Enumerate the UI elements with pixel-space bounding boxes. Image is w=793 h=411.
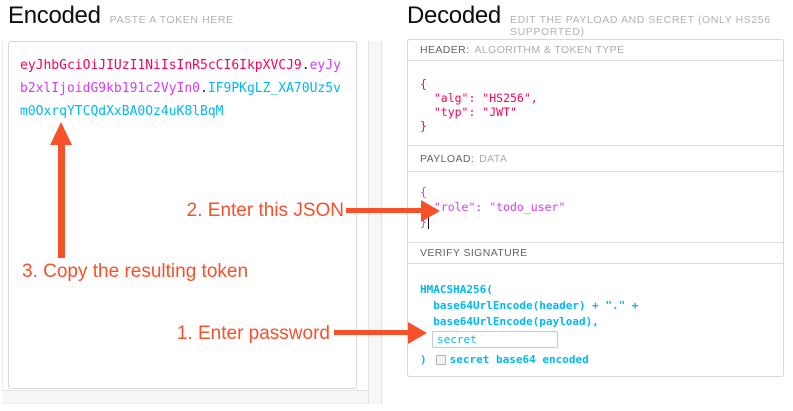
vertical-scrollbar[interactable] [368, 41, 382, 404]
token-separator: . [301, 58, 310, 73]
encoded-token-editor[interactable]: eyJhbGciOiJIUzI1NiIsInR5cCI6IkpXVCJ9.eyJ… [9, 42, 356, 135]
decoded-panel-title: Decoded EDIT THE PAYLOAD AND SECRET (ONL… [407, 0, 793, 38]
payload-json-line: "role": "todo_user" [420, 200, 566, 214]
secret-input[interactable] [432, 331, 558, 348]
arrowhead-right-icon [408, 322, 427, 344]
signature-code-line: base64UrlEncode(header) + "." + [420, 299, 639, 312]
header-section-label: HEADER: ALGORITHM & TOKEN TYPE [408, 40, 783, 61]
token-signature-part: IF9PKgLZ_XA70Uz5vm0OxrqYTCQdXxBA0Oz4uK8l… [20, 81, 341, 119]
horizontal-scrollbar[interactable] [2, 390, 368, 404]
closing-paren: ) [420, 353, 427, 366]
annotation-step-3: 3. Copy the resulting token [22, 261, 249, 282]
encoded-subtitle: PASTE A TOKEN HERE [109, 14, 234, 26]
signature-code-line: base64UrlEncode(payload), [420, 315, 599, 328]
decoded-heading: Decoded [407, 2, 501, 29]
payload-json-line: } [420, 215, 429, 229]
token-header-part: eyJhbGciOiJIUzI1NiIsInR5cCI6IkpXVCJ9 [20, 58, 302, 73]
encoded-panel-title: Encoded PASTE A TOKEN HERE [8, 0, 234, 30]
payload-label: PAYLOAD: [420, 152, 475, 165]
header-label-detail: ALGORITHM & TOKEN TYPE [474, 44, 625, 56]
payload-section-label: PAYLOAD: DATA [408, 146, 783, 172]
token-payload-part: eyJyb2xlIjoidG9kb191c2VyIn0 [20, 58, 341, 96]
arrow-right-icon [346, 208, 422, 213]
arrow-right-icon [334, 330, 409, 335]
verify-section-label: VERIFY SIGNATURE [408, 243, 783, 264]
decoded-subtitle: EDIT THE PAYLOAD AND SECRET (ONLY HS256 … [509, 14, 771, 38]
payload-json-line: { [420, 185, 427, 199]
header-json-line: { [420, 77, 427, 91]
left-frame-border [2, 41, 3, 404]
signature-closing-row: ) secret base64 encoded [420, 352, 771, 368]
header-label: HEADER: [420, 44, 470, 56]
secret-base64-checkbox[interactable] [435, 355, 446, 365]
header-json-line: } [420, 119, 427, 133]
text-cursor [427, 216, 429, 229]
token-separator: . [200, 81, 208, 96]
encoded-heading: Encoded [8, 2, 101, 29]
header-json-line: "alg": "HS256", [420, 91, 538, 105]
payload-json-editor[interactable]: { "role": "todo_user" } [408, 172, 783, 243]
arrowhead-up-icon [50, 122, 72, 145]
header-json-line: "typ": "JWT" [420, 105, 517, 119]
decoded-box: HEADER: ALGORITHM & TOKEN TYPE { "alg": … [407, 39, 784, 377]
annotation-step-2: 2. Enter this JSON [186, 200, 344, 221]
secret-base64-label[interactable]: secret base64 encoded [449, 353, 589, 366]
payload-label-detail: DATA [479, 152, 508, 165]
arrowhead-right-icon [421, 200, 440, 222]
arrow-up-icon [58, 144, 65, 258]
verify-label: VERIFY SIGNATURE [420, 247, 528, 259]
verify-signature-area: HMACSHA256( base64UrlEncode(header) + ".… [408, 264, 783, 376]
signature-code-line: HMACSHA256( [420, 283, 493, 296]
encoded-token-box: eyJhbGciOiJIUzI1NiIsInR5cCI6IkpXVCJ9.eyJ… [8, 41, 357, 389]
header-json-editor[interactable]: { "alg": "HS256", "typ": "JWT" } [408, 61, 783, 146]
annotation-step-1: 1. Enter password [176, 323, 330, 344]
